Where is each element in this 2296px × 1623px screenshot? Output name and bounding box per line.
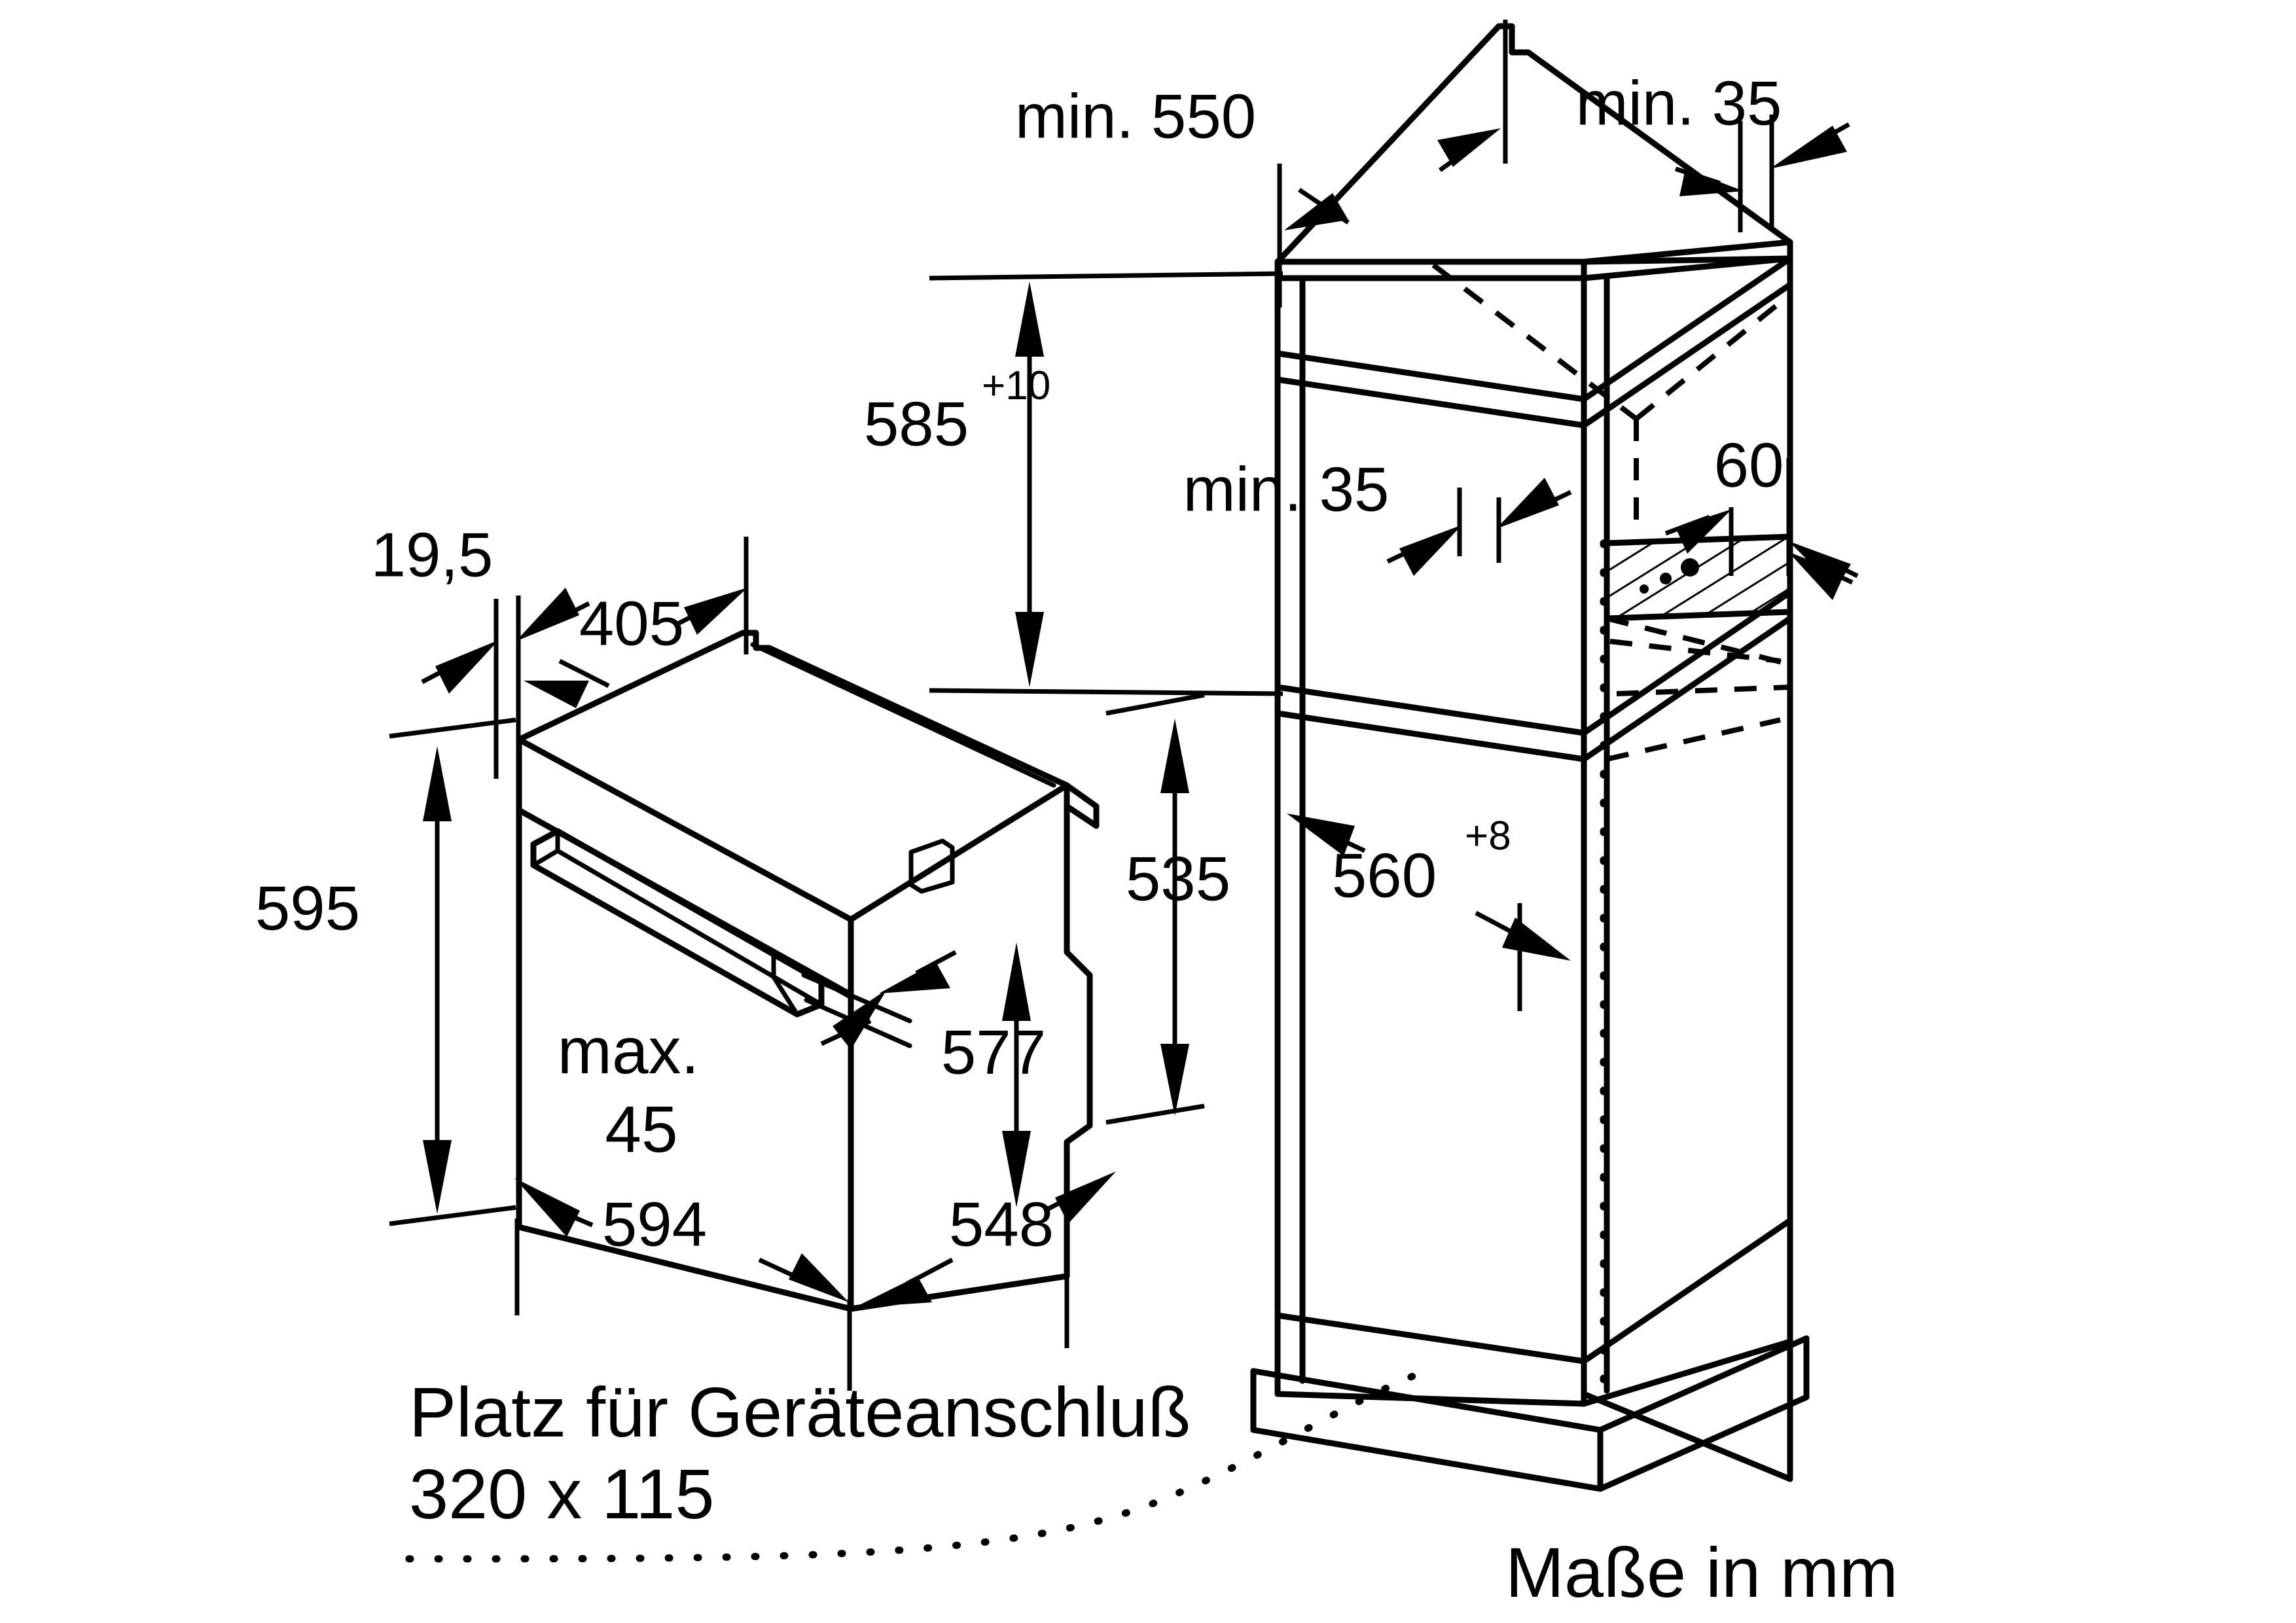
dimension-585: 585 +10 [864,271,1283,696]
arrowhead-550-left [1284,193,1348,230]
note-line-2: 320 x 115 [409,1454,714,1533]
dim-label-19-5: 19,5 [371,520,493,590]
dim-label-595: 595 [255,873,360,943]
arrowhead-595-down [423,1140,452,1214]
units-note: Maße in mm [1505,1533,1898,1612]
dim-label-45: 45 [605,1093,677,1166]
dimension-19-5: 19,5 [371,520,590,779]
dim-label-535: 535 [1126,844,1230,914]
arrowhead-max45-upper [879,962,950,993]
cabinet-right-panel [1581,239,1793,1482]
arrowhead-405-left [524,681,589,708]
arrowhead-405-right [684,588,747,635]
oven-rear-notch [1064,782,1100,829]
cabinet-left-edge [1274,259,1306,1397]
oven-assembly [516,630,1100,1312]
dimension-min-550: min. 550 [1015,20,1508,308]
arrowhead-535-up [1160,719,1189,793]
dimension-min-35-top: min. 35 [1576,68,1850,232]
dimension-405: 405 [524,537,749,708]
arrowhead-35-top-left [1679,169,1744,196]
cabinet-plinth [1250,1335,1810,1492]
dimension-min-35-mid: min. 35 [1183,454,1572,576]
dimension-594: 594 [514,1178,852,1391]
note-line-1: Platz für Geräteanschluß [409,1372,1191,1452]
dim-label-min-35-mid: min. 35 [1183,454,1390,524]
dimension-548: 548 [854,1171,1116,1348]
cabinet-side-pointer [1789,541,1859,589]
arrowhead-60-left [1676,509,1732,554]
dim-label-585-sup: +10 [982,363,1050,408]
dim-label-577: 577 [941,1017,1046,1087]
arrowhead-548-left [854,1276,932,1308]
dim-label-560-sup: +8 [1465,813,1511,859]
dim-label-min-35-top: min. 35 [1576,68,1782,138]
arrowhead-535-down [1160,1044,1189,1116]
dim-label-548: 548 [949,1189,1054,1259]
dim-label-594: 594 [602,1189,707,1259]
arrowhead-35-mid-left [1399,525,1462,576]
dim-label-60: 60 [1714,430,1784,500]
arrowhead-560-right [1502,918,1571,961]
section-dot-large [1681,558,1699,577]
oven-side-grip [908,838,955,894]
dim-label-405: 405 [579,588,684,658]
dim-label-585: 585 [864,389,969,459]
arrowhead-side-pointer [1789,541,1851,589]
arrowhead-35-mid-right [1496,478,1559,529]
oven-door-front [516,736,854,1312]
arrowhead-550-right [1437,128,1501,167]
arrowhead-585-down [1015,612,1044,687]
dimension-535: 535 [1105,692,1230,1125]
arrowhead-60-right [1788,552,1844,600]
dimension-595: 595 [255,717,516,1226]
dimension-max-45: max. 45 [558,950,957,1166]
cabinet-rear-rail-section [1604,533,1793,622]
arrowhead-548-right [1055,1171,1116,1224]
arrowhead-19-5-left [435,640,499,694]
arrowhead-19-5-right [516,588,579,641]
dimension-560: 560 +8 [1287,813,1571,1011]
section-dot-mid [1660,573,1672,584]
units-label: Maße in mm [1505,1533,1898,1612]
arrowhead-577-up [1002,942,1031,1021]
arrowhead-35-top-right [1770,126,1847,169]
dim-label-min-550: min. 550 [1015,81,1256,151]
arrowhead-595-up [423,746,452,821]
hatched-section [1604,533,1793,622]
arrowhead-max45-lower [833,990,887,1050]
connection-space-note: Platz für Geräteanschluß 320 x 115 [405,1364,1437,1563]
arrowhead-560-left [1287,813,1355,856]
dimension-577: 577 [941,942,1046,1207]
dim-label-560: 560 [1332,840,1437,910]
arrowhead-577-down [1002,1131,1031,1207]
section-dot-small [1640,584,1649,594]
arrowhead-594-left [514,1178,580,1237]
dim-label-max: max. [558,1014,700,1088]
arrowhead-594-right [789,1253,849,1302]
cabinet-hidden-lines [1431,262,1792,762]
arrowhead-585-up [1015,281,1044,357]
